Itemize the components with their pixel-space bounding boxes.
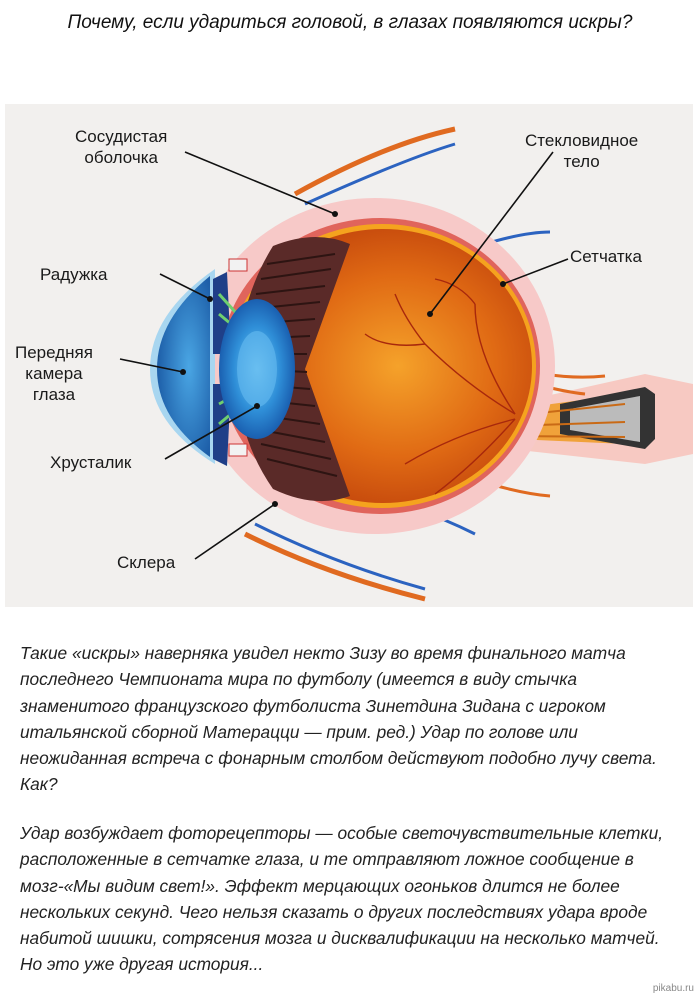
eye-diagram: Сосудистая оболочка Стекловидное тело Ра…: [5, 104, 693, 607]
paragraph-1: Такие «искры» наверняка увидел некто Зиз…: [20, 643, 657, 795]
page-title: Почему, если удариться головой, в глазах…: [67, 12, 633, 33]
label-choroid: Сосудистая оболочка: [75, 127, 168, 167]
anterior-chamber: [157, 276, 210, 457]
watermark: pikabu.ru: [652, 983, 694, 994]
label-retina: Сетчатка: [570, 247, 642, 266]
label-lens: Хрусталик: [50, 453, 132, 472]
label-anterior-chamber: Передняя камера глаза: [15, 343, 93, 404]
eye-illustration: [119, 126, 693, 602]
paragraph-2: Удар возбуждает фоторецепторы — особые с…: [20, 823, 663, 975]
label-sclera: Склера: [117, 553, 176, 572]
label-vitreous: Стекловидное тело: [525, 131, 639, 171]
label-iris: Радужка: [40, 265, 108, 284]
